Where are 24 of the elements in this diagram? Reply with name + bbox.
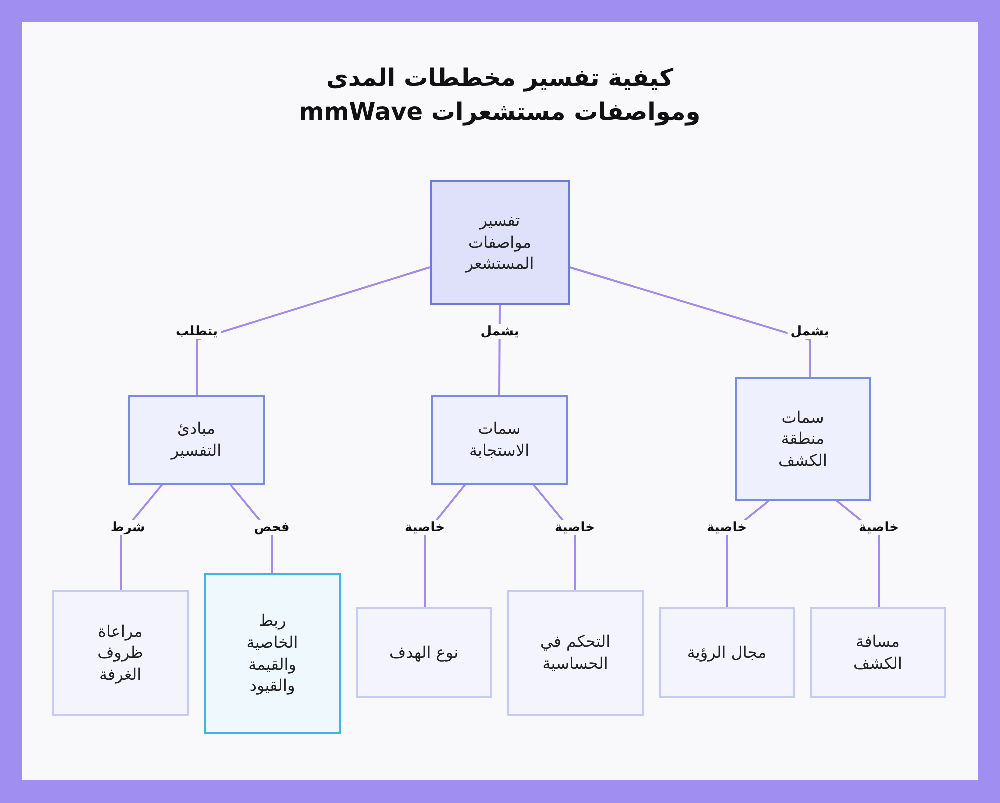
node-label: نوع الهدف (388, 642, 460, 664)
concept-box (430, 180, 570, 305)
node-label: مراعاة ظروف الغرفة (96, 620, 144, 686)
concept-box (735, 377, 871, 501)
connector-line (570, 266, 811, 377)
connector-line (424, 484, 466, 607)
concept-box (128, 395, 265, 485)
concept-box (431, 395, 568, 485)
connector-line (196, 266, 430, 395)
diagram-title: كيفية تفسير مخططات المدى ومواصفات مستشعرات mmWave (298, 63, 702, 128)
concept-box (810, 607, 946, 698)
node-label: ربط الخاصية والقيمة والقيود (246, 610, 300, 698)
node-label: التحكم في الحساسية (539, 631, 612, 675)
concept-box (356, 607, 492, 698)
node-label: تفسير مواصفات المستشعر (464, 210, 536, 276)
concept-box (507, 590, 644, 716)
node-label: مبادئ التفسير (170, 418, 223, 462)
node-label: سمات منطقة الكشف (778, 406, 828, 472)
node-label: مسافة الكشف (852, 630, 904, 674)
concept-box (659, 607, 795, 698)
node-label: سمات الاستجابة (468, 418, 531, 462)
concept-box (204, 573, 341, 734)
concept-box (52, 590, 189, 716)
node-label: مجال الرؤية (686, 642, 768, 664)
